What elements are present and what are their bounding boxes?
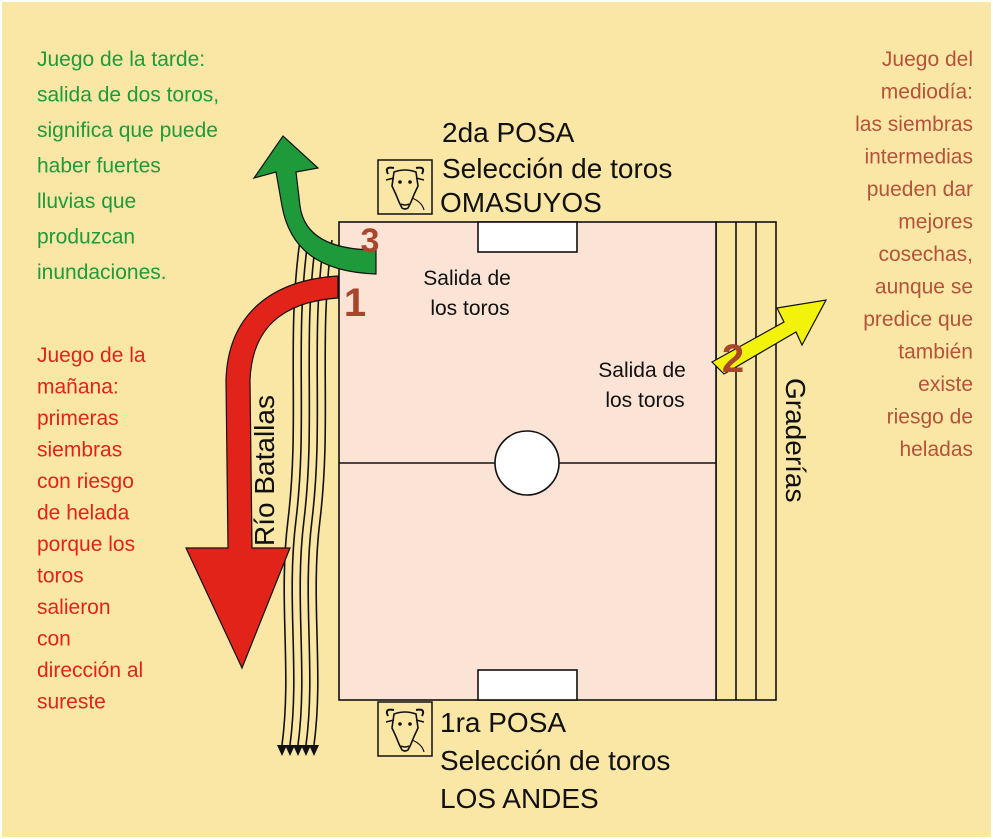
note-midday-line: también (898, 341, 973, 364)
note-morning-line: con (37, 628, 71, 651)
posa-bottom-subtitle: Selección de toros (440, 745, 670, 776)
note-morning-line: dirección al (37, 659, 143, 682)
note-morning-line: con riesgo (37, 470, 134, 493)
goal-top (477, 221, 578, 253)
river-lines (281, 239, 333, 746)
note-morning-line: toros (37, 565, 84, 588)
field (338, 221, 717, 701)
goal-bottom (477, 669, 578, 701)
note-morning-line: de helada (37, 502, 130, 525)
note-midday-line: predice que (863, 308, 973, 331)
yellow-arrow (711, 299, 828, 375)
note-morning-line: mañana: (37, 376, 119, 399)
note-morning-line: siembras (37, 439, 122, 462)
marker-1: 1 (344, 281, 366, 325)
note-afternoon-line: produzcan (37, 226, 135, 249)
note-midday-line: Juego del (882, 48, 973, 71)
posa-bottom-title: 1ra POSA (440, 707, 566, 738)
note-afternoon-line: Juego de la tarde: (37, 48, 205, 71)
note-midday-line: aunque se (875, 276, 973, 299)
note-midday-line: las siembras (855, 113, 973, 136)
river-arrowheads (277, 745, 319, 756)
exit-top-line-1: Salida de (423, 267, 511, 290)
note-afternoon-line: salida de dos toros, (37, 84, 219, 107)
svg-text:Salida de los toros: Salida de los toros (598, 359, 691, 412)
note-morning-line: primeras (37, 407, 119, 430)
posa-top-name: OMASUYOS (440, 187, 602, 218)
note-midday-line: pueden dar (867, 178, 973, 201)
svg-text:2da POSA Selección de toro: 2da POSA Selección de toros OMASUYOS (440, 117, 680, 218)
note-afternoon: Juego de la tarde: salida de dos toros, si… (37, 48, 219, 284)
note-midday-line: heladas (899, 438, 973, 461)
note-midday-line: existe (918, 373, 973, 396)
note-midday: Juego del mediodía: las siembras intermedia… (855, 48, 973, 461)
note-afternoon-line: lluvias que (37, 190, 136, 213)
note-afternoon-line: significa que puede (37, 119, 218, 142)
note-morning-line: porque los (37, 533, 135, 556)
posa-bottom-name: LOS ANDES (440, 783, 599, 814)
marker-2: 2 (722, 337, 744, 381)
note-midday-line: intermedias (864, 146, 973, 169)
posa-top-subtitle: Selección de toros (442, 153, 672, 184)
red-arrow (185, 275, 339, 670)
stands-label: Graderías (780, 378, 811, 503)
svg-text:1ra POSA Selección de toro: 1ra POSA Selección de toros LOS ANDES (440, 707, 678, 814)
river-label: Río Batallas (249, 395, 280, 546)
center-circle (494, 430, 560, 496)
posa-top-title: 2da POSA (442, 117, 575, 148)
green-arrow (252, 135, 377, 275)
marker-3: 3 (361, 222, 380, 260)
note-midday-line: mejores (898, 211, 973, 234)
exit-right-line-2: los toros (605, 389, 684, 412)
note-morning-line: salieron (37, 596, 111, 619)
exit-top-line-2: los toros (430, 297, 509, 320)
note-morning-line: Juego de la (37, 344, 146, 367)
note-midday-line: cosechas, (878, 243, 973, 266)
note-midday-line: riesgo de (887, 406, 973, 429)
note-afternoon-line: inundaciones. (37, 261, 167, 284)
note-midday-line: mediodía: (881, 81, 973, 104)
note-afternoon-line: haber fuertes (37, 155, 161, 178)
note-morning-line: sureste (37, 691, 106, 714)
exit-right-line-1: Salida de (598, 359, 686, 382)
note-morning: Juego de la mañana: primeras siembras con ri… (37, 344, 146, 714)
svg-text:Salida de los toros: Salida de los toros (423, 267, 516, 320)
